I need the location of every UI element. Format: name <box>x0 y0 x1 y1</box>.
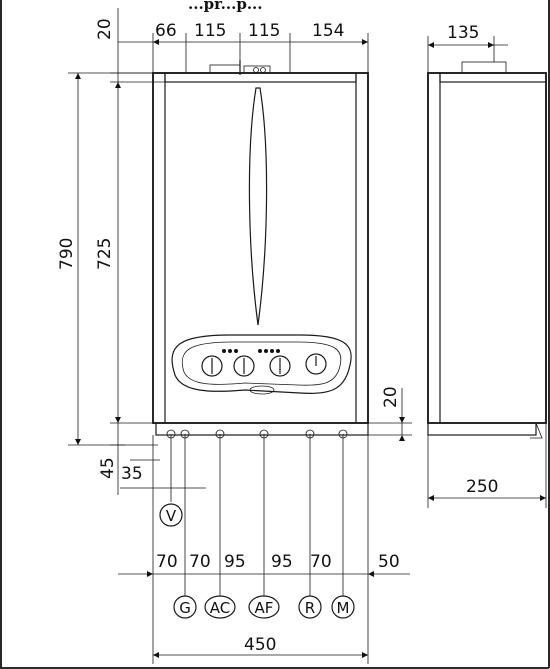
header-text: ...pr...p... <box>188 0 263 13</box>
dim-35: 35 <box>121 464 143 484</box>
label-g: G <box>179 599 191 617</box>
pipe-fittings <box>166 429 348 439</box>
dim-pitch-70-b: 70 <box>189 552 211 572</box>
dim-top-20: 20 <box>95 18 115 40</box>
label-r: R <box>305 599 315 617</box>
knob-2 <box>233 355 255 377</box>
dim-pitch-70-c: 70 <box>310 552 332 572</box>
side-casing <box>427 72 547 424</box>
dim-115-a: 115 <box>194 21 226 41</box>
dim-pitch-70-a: 70 <box>156 552 178 572</box>
dim-total-450: 450 <box>244 635 276 655</box>
connection-g-circle <box>173 595 197 619</box>
knob-1 <box>201 355 223 377</box>
dim-side-135: 135 <box>447 23 479 43</box>
bottom-frame <box>155 422 369 436</box>
dim-115-b: 115 <box>248 21 280 41</box>
dim-pitch-50: 50 <box>378 552 400 572</box>
connection-m-circle <box>331 595 355 619</box>
dim-pitch-95-a: 95 <box>224 552 246 572</box>
dim-right-20: 20 <box>381 386 401 408</box>
control-panel <box>171 334 352 394</box>
dim-45: 45 <box>98 457 118 479</box>
dim-66: 66 <box>155 21 177 41</box>
dimension-labels: 20 66 115 115 154 135 790 725 20 45 35 2… <box>57 18 498 655</box>
power-knob <box>305 353 327 375</box>
dim-pitch-95-b: 95 <box>271 552 293 572</box>
side-flue-bracket <box>461 61 507 74</box>
led-indicators <box>222 349 280 353</box>
label-ac: AC <box>210 599 230 617</box>
front-panel-lens <box>248 87 268 326</box>
label-af: AF <box>255 599 274 617</box>
connection-r-circle <box>298 595 322 619</box>
knob-3 <box>269 355 291 377</box>
dim-790: 790 <box>57 238 77 270</box>
connection-af-circle <box>248 595 280 619</box>
front-view <box>152 60 369 439</box>
connection-v-circle <box>159 503 183 527</box>
brand-logo <box>249 385 275 395</box>
dim-725: 725 <box>95 238 115 270</box>
top-cover <box>164 72 357 83</box>
label-m: M <box>337 599 350 617</box>
flue-bracket <box>209 64 241 74</box>
connection-ac-circle <box>204 595 236 619</box>
dimension-lines <box>68 8 547 664</box>
dim-depth-250: 250 <box>466 477 498 497</box>
side-view <box>427 61 547 439</box>
boiler-casing <box>152 72 369 424</box>
label-v: V <box>166 507 177 525</box>
dim-154: 154 <box>312 21 344 41</box>
